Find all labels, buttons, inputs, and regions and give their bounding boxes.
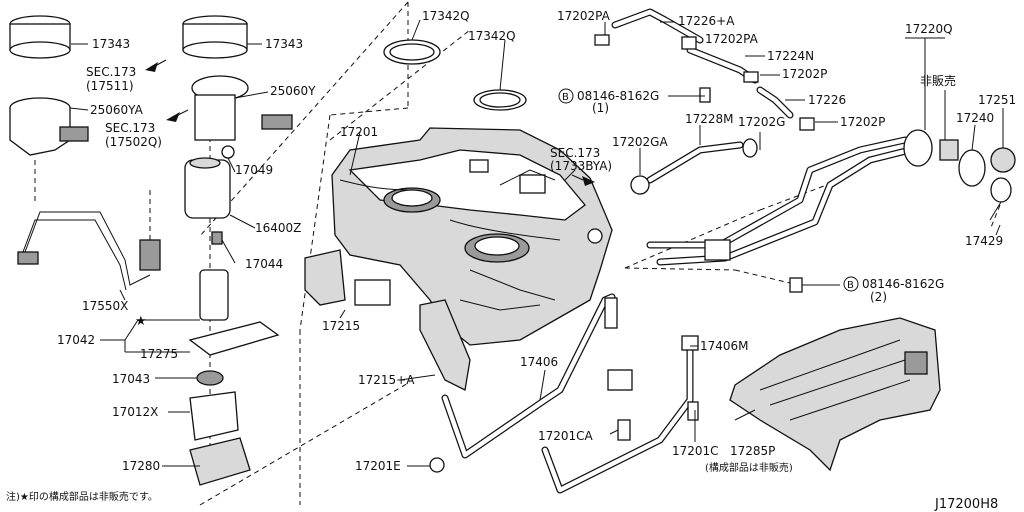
label-bolt-qty-2: (2)	[870, 290, 887, 304]
label-not-sold: 非販売	[920, 73, 956, 88]
label-17044: 17044	[245, 257, 283, 271]
label-17202p-1: 17202P	[782, 67, 827, 81]
svg-text:B: B	[562, 92, 569, 103]
star-marker: ★	[135, 314, 147, 329]
label-17201ca: 17201CA	[538, 429, 594, 443]
label-25060y: 25060Y	[270, 84, 316, 98]
tank-strap-17406m	[541, 335, 699, 494]
label-17201e: 17201E	[355, 459, 401, 473]
filler-neck	[646, 129, 933, 266]
label-17343-left: 17343	[92, 37, 130, 51]
label-17550x: 17550X	[82, 299, 128, 313]
label-17429: 17429	[965, 234, 1003, 248]
label-17224n: 17224N	[767, 49, 814, 63]
label-sec173-17502q: SEC.173	[105, 121, 155, 135]
label-17042: 17042	[57, 333, 95, 347]
label-17275: 17275	[140, 347, 178, 361]
label-17342q-top: 17342Q	[422, 9, 470, 23]
label-sec173-1733bya: SEC.173	[550, 146, 600, 160]
tank-strap-17406	[441, 293, 633, 459]
label-17215: 17215	[322, 319, 360, 333]
part-labels: 17343 17343 17342Q 17342Q SEC.173 (17511…	[57, 9, 1016, 474]
label-17228m: 17228M	[685, 112, 734, 126]
section-arrows	[145, 59, 595, 186]
label-sec173-1733bya-ref: (1733BYA)	[550, 159, 612, 173]
label-bolt-code-1: 08146-8162G	[577, 89, 659, 103]
label-17201c: 17201C	[672, 444, 719, 458]
label-17226: 17226	[808, 93, 846, 107]
label-sec173-17511: SEC.173	[86, 65, 136, 79]
bolt-marker-1: B	[558, 88, 574, 104]
filler-cap-parts	[939, 139, 1016, 221]
label-17226a: 17226+A	[678, 14, 735, 28]
label-17202g: 17202G	[738, 115, 785, 129]
label-17202ga: 17202GA	[612, 135, 668, 149]
label-17215a: 17215+A	[358, 373, 415, 387]
label-17285p: 17285P	[730, 444, 775, 458]
fuel-tank	[331, 127, 613, 346]
label-17240: 17240	[956, 111, 994, 125]
label-17343-right: 17343	[265, 37, 303, 51]
label-17220q: 17220Q	[905, 22, 953, 36]
svg-text:B: B	[847, 280, 854, 291]
label-17406: 17406	[520, 355, 558, 369]
label-17202pa-2: 17202PA	[705, 32, 759, 46]
label-25060ya: 25060YA	[90, 103, 144, 117]
vent-hoses	[594, 8, 815, 195]
label-17202p-2: 17202P	[840, 115, 885, 129]
label-17406m: 17406M	[700, 339, 749, 353]
bolt-marker-2: B	[843, 276, 859, 292]
leader-lines	[69, 19, 1004, 467]
label-17049: 17049	[235, 163, 273, 177]
label-17012x: 17012X	[112, 405, 158, 419]
label-17251: 17251	[978, 93, 1016, 107]
label-sec173-17502q-ref: (17502Q)	[105, 135, 162, 149]
footnote: 注)★印の構成部品は非販売です。	[6, 490, 158, 503]
label-17201: 17201	[340, 125, 378, 139]
label-sec173-17511-ref: (17511)	[86, 79, 134, 93]
heat-shield	[729, 317, 941, 472]
label-17342q-mid: 17342Q	[468, 29, 516, 43]
label-17280: 17280	[122, 459, 160, 473]
label-17043: 17043	[112, 372, 150, 386]
diagram-code: J17200H8	[934, 497, 998, 512]
label-bolt-qty-1: (1)	[592, 101, 609, 115]
label-17202pa-1: 17202PA	[557, 9, 611, 23]
label-17285p-note: (構成部品は非販売)	[705, 461, 793, 474]
left-parts	[9, 15, 803, 486]
label-16400z: 16400Z	[255, 221, 301, 235]
label-bolt-code-2: 08146-8162G	[862, 277, 944, 291]
